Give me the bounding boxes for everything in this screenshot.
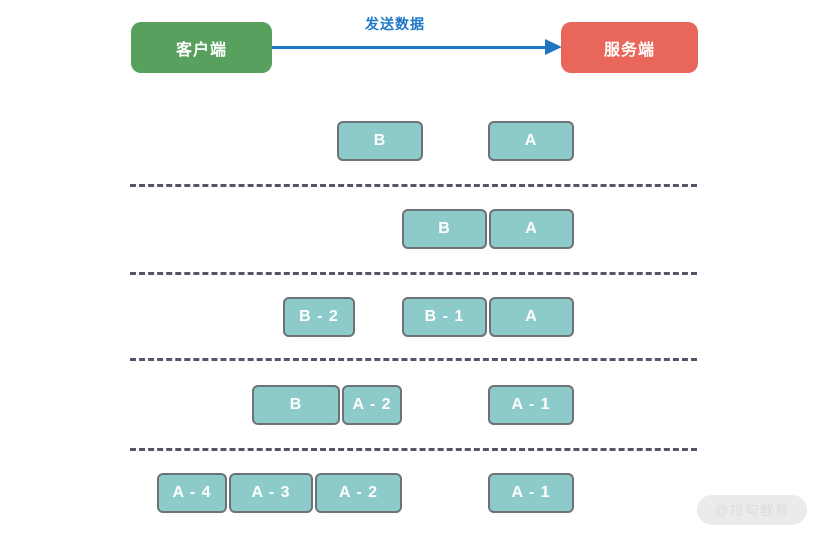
packet-group: B [337,121,423,161]
packet-block: A - 2 [315,473,402,513]
packet-block: A - 4 [157,473,227,513]
node-server: 服务端 [561,22,698,73]
divider-3 [130,358,697,361]
packet-block: A - 2 [342,385,402,425]
packet-block: A - 3 [229,473,313,513]
divider-1 [130,184,697,187]
packet-block: A [488,121,574,161]
packet-block: B - 2 [283,297,355,337]
packet-block: A - 1 [488,385,574,425]
packet-group: A - 1 [488,473,574,513]
data-flow-arrow-line [272,46,546,49]
packet-block: A [489,297,574,337]
node-client: 客户端 [131,22,272,73]
packet-group: A - 1 [488,385,574,425]
divider-2 [130,272,697,275]
packet-group: A [488,121,574,161]
data-flow-arrow-head [545,39,562,55]
packet-block: B [337,121,423,161]
packet-block: A [489,209,574,249]
packet-block: B [252,385,340,425]
watermark: @拉勾教育 [697,495,807,525]
packet-block: B [402,209,487,249]
data-flow-arrow-label: 发送数据 [365,16,425,32]
divider-4 [130,448,697,451]
packet-block: A - 1 [488,473,574,513]
packet-group: B - 2 [283,297,355,337]
packet-block: B - 1 [402,297,487,337]
